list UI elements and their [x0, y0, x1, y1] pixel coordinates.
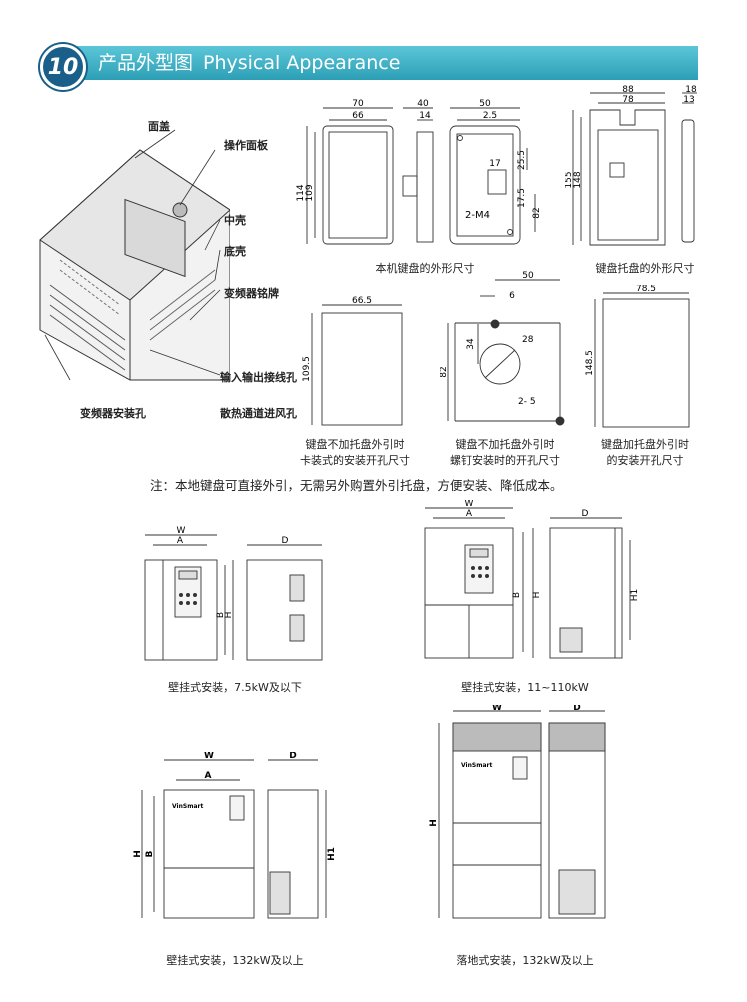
dim-letter-d: D — [282, 536, 289, 546]
section-number-badge: 10 — [40, 44, 86, 90]
dim-letter-h: H — [133, 850, 143, 858]
page-title: 产品外型图 Physical Appearance — [98, 50, 400, 76]
caption-install-wall-medium: 壁挂式安装，11~110kW — [461, 681, 589, 694]
install-wall-small-drawing: W A B H D — [144, 526, 323, 661]
dim-cutout-b-w: 50 — [522, 271, 534, 281]
dim-back-17-5: 17.5 — [517, 188, 527, 208]
dim-letter-b: B — [145, 850, 155, 857]
dim-front-h-outer: 114 — [296, 184, 306, 201]
cutout-c-drawing: 78.5 148.5 — [585, 285, 690, 428]
dim-back-82: 82 — [532, 207, 542, 218]
dim-tray-h-inner: 148 — [573, 171, 583, 188]
dim-tray-w-inner: 78 — [622, 95, 634, 105]
callout-mounting-hole: 变频器安装孔 — [80, 407, 146, 420]
caption-install-wall-small: 壁挂式安装，7.5kW及以下 — [168, 681, 302, 694]
dim-cutout-b-34: 34 — [466, 338, 476, 350]
dim-letter-h1: H1 — [327, 847, 337, 861]
brand-label: VinSmart — [461, 762, 492, 769]
callout-middle-shell: 中壳 — [224, 214, 246, 227]
dim-back-screw: 2-M4 — [465, 210, 490, 221]
dim-letter-w: W — [204, 752, 214, 761]
drive-isometric-illustration — [39, 129, 230, 381]
dim-cutout-b-82: 82 — [440, 366, 449, 377]
dim-back-offset: 2.5 — [483, 111, 497, 121]
note-text: 注：本地键盘可直接外引，无需另外购置外引托盘，方便安装、降低成本。 — [150, 478, 563, 493]
callout-io-wiring-hole: 输入输出接线孔 — [220, 371, 297, 384]
dim-letter-a: A — [466, 509, 473, 519]
callout-bottom-shell: 底壳 — [224, 245, 246, 258]
dim-letter-h: H — [224, 612, 234, 619]
dim-front-w-outer: 70 — [352, 99, 364, 109]
dim-letter-d: D — [573, 705, 580, 713]
caption-install-wall-large: 壁挂式安装，132kW及以上 — [166, 954, 304, 967]
title-en: Physical Appearance — [203, 52, 401, 74]
dim-letter-b: B — [216, 612, 226, 618]
dim-tray-depth-outer: 18 — [685, 85, 697, 95]
dim-tray-h-outer: 155 — [565, 171, 574, 188]
dim-letter-a: A — [205, 771, 212, 781]
dim-letter-h1: H1 — [630, 589, 640, 602]
keypad-dimension-drawings: 70 66 114 109 40 14 50 2.5 17 25.5 17.5 … — [296, 99, 542, 245]
dim-tray-w-outer: 88 — [622, 85, 634, 95]
dim-letter-w: W — [177, 526, 186, 536]
caption-tray-dims: 键盘托盘的外形尺寸 — [595, 262, 695, 275]
dim-letter-d: D — [289, 752, 296, 761]
title-cn: 产品外型图 — [98, 52, 194, 74]
header-bar — [62, 46, 698, 80]
dim-letter-b: B — [512, 592, 522, 598]
caption-cutout-c: 键盘加托盘外引时的安装开孔尺寸 — [601, 438, 689, 467]
dim-side-w-outer: 40 — [417, 99, 429, 109]
dim-letter-h: H — [532, 592, 542, 599]
dim-cutout-b-28: 28 — [522, 335, 534, 345]
dim-back-17: 17 — [489, 159, 500, 169]
install-wall-medium-drawing: W A B H D H1 — [424, 500, 640, 659]
dim-cutout-a-h: 109.5 — [302, 356, 312, 382]
cutout-a-drawing: 66.5 109.5 — [302, 296, 403, 426]
callout-heat-vent: 散热通道进风孔 — [220, 407, 297, 420]
dim-back-w: 50 — [479, 99, 491, 109]
dim-cutout-a-w: 66.5 — [352, 296, 372, 306]
dim-tray-depth-inner: 13 — [683, 95, 694, 105]
dim-back-25-5: 25.5 — [517, 150, 527, 170]
caption-install-floor: 落地式安装，132kW及以上 — [456, 954, 594, 967]
dim-letter-w: W — [465, 500, 474, 509]
install-wall-large-drawing: VinSmart W A H B D H1 — [133, 752, 337, 919]
dim-letter-w: W — [492, 705, 502, 713]
dim-cutout-b-screw: 2- 5 — [518, 397, 536, 407]
callout-cover: 面盖 — [148, 120, 170, 133]
caption-keypad-dims: 本机键盘的外形尺寸 — [375, 262, 475, 275]
dim-front-w-inner: 66 — [352, 111, 364, 121]
dim-cutout-c-w: 78.5 — [636, 285, 656, 294]
cutout-b-drawing: 50 6 34 28 82 2- 5 — [440, 271, 565, 426]
tray-dimension-drawings: 88 78 155 148 18 13 — [565, 85, 697, 246]
brand-label: VinSmart — [172, 803, 203, 810]
dim-letter-d: D — [582, 509, 589, 519]
caption-cutout-b: 键盘不加托盘外引时螺钉安装时的开孔尺寸 — [450, 438, 560, 467]
dim-cutout-b-6: 6 — [509, 291, 515, 301]
install-floor-drawing: VinSmart W D H — [429, 705, 606, 919]
callout-nameplate: 变频器铭牌 — [224, 287, 279, 300]
callout-operation-panel: 操作面板 — [224, 139, 268, 152]
dim-cutout-c-h: 148.5 — [585, 350, 595, 376]
dim-side-w-inner: 14 — [419, 111, 431, 121]
dim-front-h-inner: 109 — [305, 184, 315, 201]
dim-letter-a: A — [177, 536, 184, 546]
dim-letter-h: H — [429, 819, 439, 827]
caption-cutout-a: 键盘不加托盘外引时卡装式的安装开孔尺寸 — [300, 438, 410, 467]
